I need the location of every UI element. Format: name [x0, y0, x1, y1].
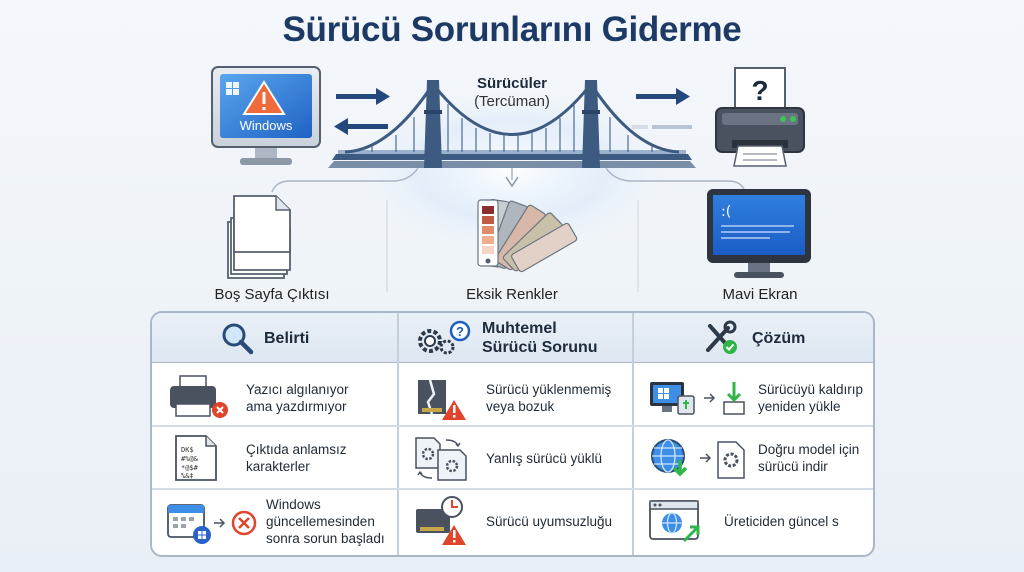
outcome-label-blank-page: Boş Sayfa Çıktısı — [214, 286, 330, 303]
outcome-label-blue-screen: Mavi Ekran — [722, 286, 798, 303]
bridge-label-title: Sürücüler — [476, 75, 548, 92]
row-divider — [152, 488, 873, 490]
header-symptom-label: Belirti — [264, 329, 310, 347]
incompatible-driver-icon — [416, 496, 466, 545]
table-cell-cause: Sürücü yüklenmemiş veya bozuk — [412, 373, 630, 423]
table-cell-cause: Sürücü uyumsuzluğu — [412, 493, 630, 549]
svg-text:?: ? — [456, 324, 464, 339]
cell-text: Sürücü uyumsuzluğu — [486, 513, 613, 529]
table-cell-symptom: Windows güncellemesinden sonra sorun baş… — [166, 493, 394, 549]
svg-text:DK$: DK$ — [181, 446, 194, 454]
printer-error-icon — [170, 375, 228, 418]
cell-text: Doğru model için sürücü indir — [758, 442, 860, 474]
svg-text:#%@&: #%@& — [181, 455, 199, 463]
page-title: Sürücü Sorunlarını Giderme — [282, 10, 742, 49]
garbled-document-icon: DK$ #%@& *@$# %&‡ — [175, 435, 217, 481]
broken-driver-icon — [418, 379, 466, 420]
color-swatch-icon — [477, 198, 578, 273]
table-cell-symptom: DK$ #%@& *@$# %&‡ Çıktıda anlamsız karak… — [166, 433, 394, 483]
cell-text: Yazıcı algılanıyor ama yazdırmıyor — [246, 382, 349, 414]
svg-text::(: :( — [721, 204, 731, 220]
cell-text: Sürücü yüklenmemiş veya bozuk — [486, 382, 612, 414]
cell-text: Windows güncellemesinden sonra sorun baş… — [266, 496, 385, 546]
svg-text:?: ? — [751, 75, 768, 106]
bridge-label: Sürücüler (Tercüman) — [452, 75, 572, 111]
cell-text: Üreticiden güncel s — [724, 513, 839, 529]
svg-text:*@$#: *@$# — [181, 464, 199, 472]
bridge-label-sub: (Tercüman) — [474, 93, 550, 110]
wrong-driver-swap-icon — [415, 437, 467, 481]
row-divider — [152, 425, 873, 427]
uninstall-reinstall-icon — [650, 382, 745, 415]
gears-question-icon: ? — [418, 320, 471, 355]
cell-text: Çıktıda anlamsız karakterler — [246, 442, 347, 474]
troubleshooting-table: Belirti ? Muhtemel Sürücü Sorunu Çözüm — [150, 311, 875, 557]
table-cell-cause: Yanlış sürücü yüklü — [412, 433, 630, 483]
table-cell-symptom: Yazıcı algılanıyor ama yazdırmıyor — [166, 373, 394, 423]
magnifier-icon — [222, 323, 254, 355]
header-solution-label: Çözüm — [752, 329, 806, 347]
windows-screen-label: Windows — [239, 118, 293, 133]
data-flow-arrows-left — [334, 88, 390, 135]
table-header — [152, 313, 873, 363]
calendar-update-error-icon — [167, 504, 257, 544]
top-illustration: ? :( — [211, 66, 811, 292]
column-divider — [632, 313, 634, 555]
header-cause: ? Muhtemel Sürücü Sorunu — [414, 317, 598, 359]
blue-screen-monitor-icon: :( — [707, 189, 811, 278]
windows-computer-icon — [211, 66, 321, 165]
bridge-icon — [328, 80, 696, 168]
cell-text: Sürücüyü kaldırıp yeniden yükle — [758, 382, 864, 414]
column-divider — [397, 313, 399, 555]
table-cell-solution: Üreticiden güncel s — [648, 493, 873, 549]
data-flow-arrows-right — [632, 88, 692, 129]
tools-check-icon — [706, 320, 737, 354]
browser-update-icon — [649, 500, 700, 543]
header-cause-label: Muhtemel Sürücü Sorunu — [482, 320, 598, 356]
header-solution: Çözüm — [702, 319, 805, 357]
blank-pages-icon — [227, 195, 291, 279]
svg-text:%&‡: %&‡ — [181, 472, 194, 480]
printer-question-icon: ? — [715, 67, 805, 167]
outcome-label-missing-colors: Eksik Renkler — [466, 286, 558, 303]
download-driver-icon — [651, 439, 745, 479]
header-symptom: Belirti — [220, 319, 309, 357]
table-cell-solution: Sürücüyü kaldırıp yeniden yükle — [648, 373, 873, 423]
cell-text: Yanlış sürücü yüklü — [486, 450, 603, 466]
table-cell-solution: Doğru model için sürücü indir — [648, 433, 873, 483]
